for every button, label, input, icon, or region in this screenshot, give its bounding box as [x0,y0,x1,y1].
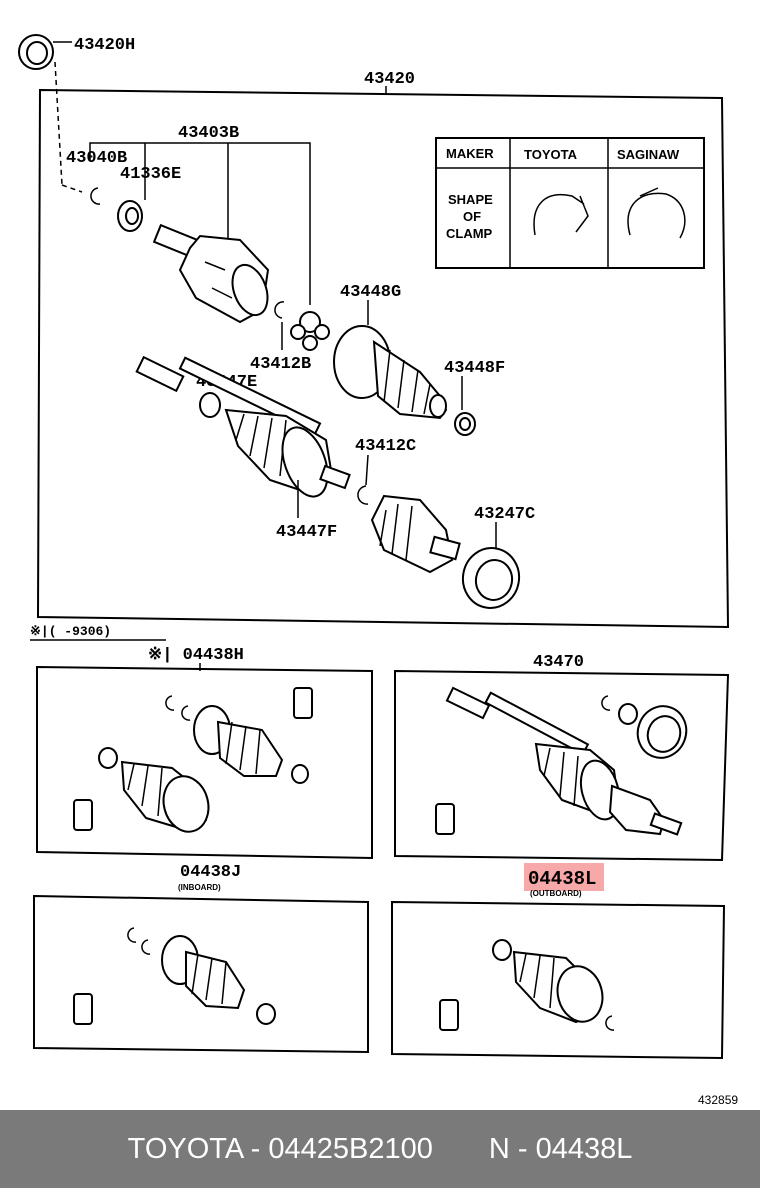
label-43040b: 43040B [66,149,127,168]
table-row-shape-line3: CLAMP [446,226,493,241]
table-header-toyota: TOYOTA [524,147,578,162]
inboard-joint-housing [152,223,270,324]
label-43412b: 43412B [250,355,311,374]
parts-diagram: 43420H 43420 43403B 43040B 41336E 43412B… [18,34,738,1107]
footer-sub-number: N - 04438L [488,1132,633,1165]
snap-ring-43412b [274,301,285,319]
clamp-43448f [454,412,476,436]
label-43412c: 43412C [355,437,416,456]
note-range: ※|( -9306) [30,624,111,639]
kit-04438j-parts [73,927,276,1025]
label-inboard: (INBOARD) [178,883,221,892]
table-row-shape-line2: OF [463,209,481,224]
label-04438l: 04438L [528,868,596,890]
kit-04438h-parts [73,687,313,833]
label-43447f: 43447F [276,523,337,542]
label-43420h: 43420H [74,36,135,55]
kit-frame-04438j [33,894,369,1054]
seal-43420h [18,34,83,193]
reference-number: 432859 [698,1093,738,1107]
label-43448g: 43448G [340,283,401,302]
assembly-frame-43420 [36,88,730,629]
circlip-43040b [90,187,101,205]
ring-41336e [117,200,143,232]
label-outboard: (OUTBOARD) [530,889,582,898]
kit-frame-04438l [391,900,726,1060]
kit-frame-04438h [36,665,373,860]
snap-ring-43412c [357,485,369,505]
ring-43247c [461,547,521,609]
label-04438j: 04438J [180,863,241,882]
footer-bar: TOYOTA - 04425B2100 N - 04438L [0,1110,760,1188]
label-04438h: ※| 04438H [148,646,244,665]
tripod-joint [290,311,330,351]
highlight-04438l [524,863,604,891]
inboard-boot-43448 [333,325,448,420]
kit-04438l-parts [439,939,615,1031]
kit-frame-43470 [394,669,730,862]
outer-boot-43247 [370,494,461,574]
label-43470: 43470 [533,653,584,672]
table-header-saginaw: SAGINAW [617,147,680,162]
label-41336e: 41336E [120,165,181,184]
outboard-boot-43447 [224,408,351,498]
table-row-shape-line1: SHAPE [448,192,493,207]
kit-43470-parts [435,686,688,836]
label-43247c: 43247C [474,505,535,524]
footer-part-number: TOYOTA - 04425B2100 [127,1132,433,1165]
label-43420: 43420 [364,70,415,89]
label-43403b: 43403B [178,124,239,143]
table-header-maker: MAKER [446,146,494,161]
label-43448f: 43448F [444,359,505,378]
clamp-maker-table [435,137,705,269]
